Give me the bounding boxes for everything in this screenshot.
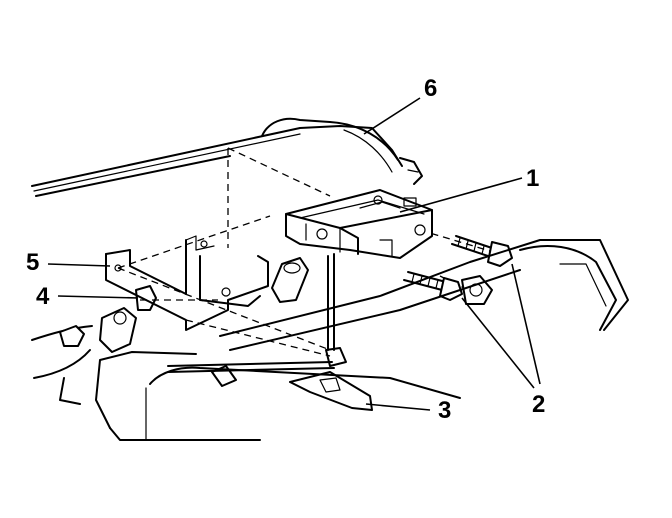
callout-3: 3 <box>438 397 451 424</box>
leader-lines <box>47 97 541 411</box>
leader-1 <box>399 177 523 213</box>
bolt-upper <box>451 235 513 267</box>
leader-6 <box>363 97 421 135</box>
engine-cover <box>31 117 423 197</box>
callout-4: 4 <box>36 283 50 310</box>
bolts <box>403 235 513 305</box>
callout-1: 1 <box>526 165 539 192</box>
mounting-bracket <box>105 235 269 331</box>
callout-5: 5 <box>26 249 39 276</box>
callout-2: 2 <box>532 391 545 418</box>
leader-3 <box>365 403 431 411</box>
reference-plane <box>227 147 331 248</box>
stud <box>135 257 309 311</box>
leader-2b <box>461 297 535 389</box>
ignition-module <box>285 189 433 259</box>
callout-labels: 1 2 3 4 5 6 <box>26 75 545 424</box>
cylinder-head <box>31 239 629 441</box>
wiring-harness <box>167 253 373 411</box>
leader-5 <box>47 263 111 267</box>
leader-4 <box>57 295 139 299</box>
callout-6: 6 <box>424 75 437 102</box>
leader-2a <box>511 263 541 385</box>
